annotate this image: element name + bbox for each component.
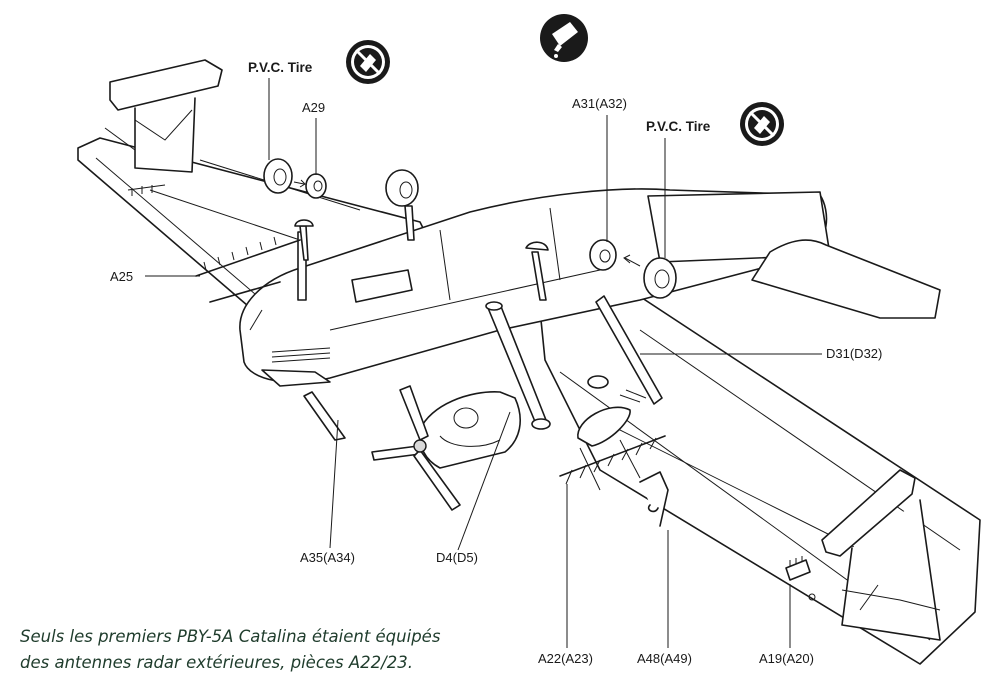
- label-d4: D4(D5): [436, 550, 478, 565]
- cement-tube-icon: [540, 14, 588, 62]
- right-tire-assembly: [525, 239, 677, 301]
- label-a25: A25: [110, 269, 133, 284]
- antenna-a22-a23: [559, 435, 666, 491]
- strut-d4: [485, 301, 551, 430]
- right-wingtip-float: [821, 469, 941, 641]
- no-cement-icon-right: [740, 102, 784, 146]
- engine-assembly: [371, 385, 521, 511]
- label-a29: A29: [302, 100, 325, 115]
- label-pvc-tire-right: P.V.C. Tire: [646, 119, 711, 134]
- label-pvc-tire-left: P.V.C. Tire: [248, 60, 313, 75]
- label-a19: A19(A20): [759, 651, 814, 666]
- fuselage: [239, 188, 941, 441]
- label-a35: A35(A34): [300, 550, 355, 565]
- strut-d31: [595, 295, 663, 405]
- label-a31: A31(A32): [572, 96, 627, 111]
- label-a22: A22(A23): [538, 651, 593, 666]
- underwing-stores: [577, 375, 816, 601]
- center-wheel: [385, 169, 419, 241]
- label-a48: A48(A49): [637, 651, 692, 666]
- no-cement-icon-left: [346, 40, 390, 84]
- label-d31: D31(D32): [826, 346, 882, 361]
- left-wingtip-float: [104, 59, 223, 173]
- caption: Seuls les premiers PBY-5A Catalina étaie…: [20, 624, 580, 676]
- caption-line-1: Seuls les premiers PBY-5A Catalina étaie…: [20, 627, 441, 646]
- caption-line-2: des antennes radar extérieures, pièces A…: [20, 653, 413, 672]
- antenna-a25: [127, 184, 301, 303]
- leader-lines: [145, 78, 822, 648]
